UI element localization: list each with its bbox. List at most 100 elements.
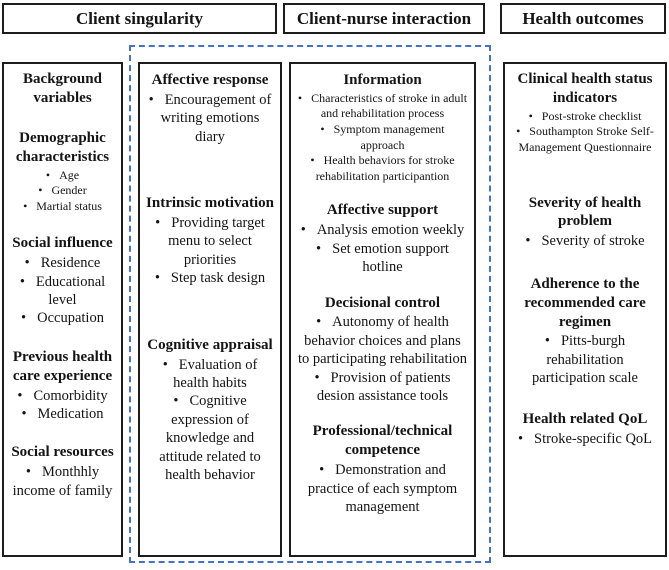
- bullet-text: Health behaviors for stroke rehabilitati…: [315, 153, 455, 183]
- bullet-icon: •: [297, 90, 303, 105]
- bullet-item: •Southampton Stroke Self-Management Ques…: [509, 124, 661, 155]
- bullet-text: Stroke-specific QoL: [534, 430, 653, 447]
- bullet-item: •Cognitive expression of knowledge and a…: [146, 392, 274, 484]
- bullet-icon: •: [516, 124, 521, 139]
- bullet-icon: •: [23, 198, 28, 213]
- bullet-list: •Monthhly income of family: [7, 463, 118, 500]
- bullet-icon: •: [320, 122, 325, 137]
- section-title: Social resources: [11, 444, 114, 461]
- bullet-icon: •: [528, 108, 533, 123]
- diagram-section: Professional/technical competence •Demon…: [297, 422, 468, 516]
- bullet-list: • Providing target menu to select priorit…: [146, 214, 274, 288]
- bullet-icon: •: [45, 167, 51, 182]
- section-title: Previous health care experience: [12, 348, 113, 384]
- bullet-icon: •: [21, 406, 27, 423]
- bullet-icon: •: [155, 215, 161, 231]
- diagram-section: Demographic characteristics •Age•Gender•…: [7, 129, 118, 215]
- bullet-item: •Set emotion support hotline: [297, 240, 468, 277]
- bullet-text: Occupation: [37, 310, 104, 327]
- diagram-section: Social influence •Residence•Educational …: [7, 234, 118, 328]
- bullet-icon: •: [24, 255, 30, 272]
- section-title: Clinical health status indicators: [517, 71, 653, 106]
- bullet-text: Severity of stroke: [541, 233, 645, 250]
- bullet-item: •Comorbidity: [7, 387, 118, 405]
- bullet-icon: •: [314, 369, 320, 386]
- section-title: Affective response: [151, 72, 269, 88]
- bullet-text: Educational level: [35, 273, 106, 309]
- diagram-section: Severity of health problem •Severity of …: [509, 194, 661, 251]
- bullet-item: • Symptom management approach: [297, 122, 468, 153]
- bullet-icon: •: [162, 356, 168, 373]
- bullet-item: •Step task design: [146, 269, 274, 287]
- diagram-section: Background variables: [7, 70, 118, 109]
- diagram-section: Clinical health status indicators • Post-…: [509, 70, 661, 156]
- bullet-text: Demonstration and practice of each sympt…: [307, 462, 458, 516]
- bullet-text: Post-stroke checklist: [541, 108, 642, 123]
- bullet-text: Characteristics of stroke in adult and r…: [311, 90, 468, 121]
- bullet-item: •Martial status: [7, 199, 118, 215]
- diagram-section: Previous health care experience •Comorbi…: [7, 348, 118, 424]
- bullet-list: • Analysis emotion weekly•Set emotion sup…: [297, 221, 468, 276]
- diagram-section: Health related QoL • Stroke-specific QoL: [509, 410, 661, 448]
- bullet-icon: •: [316, 314, 322, 331]
- section-title: Demographic characteristics: [15, 129, 110, 165]
- bullet-text: Medication: [37, 406, 104, 423]
- bullet-text: Providing target menu to select prioriti…: [168, 215, 265, 268]
- diagram-section: Affective response • Encouragement of wri…: [146, 71, 274, 146]
- bullet-text: Gender: [51, 183, 87, 198]
- bullet-list: •Demonstration and practice of each symp…: [297, 461, 468, 516]
- diagram-section: Decisional control •Autonomy of health b…: [297, 294, 468, 406]
- section-title: Decisional control: [324, 294, 441, 311]
- bullet-icon: •: [300, 222, 306, 239]
- diagram-section: Social resources •Monthhly income of fam…: [7, 443, 118, 500]
- bullet-text: Analysis emotion weekly: [316, 222, 465, 239]
- bullet-text: Age: [59, 167, 80, 182]
- diagram-section: Intrinsic motivation •Providing target m…: [146, 194, 274, 288]
- section-title: Information: [343, 72, 422, 88]
- section-title: Affective support: [326, 202, 439, 219]
- section-title: Social influence: [12, 235, 113, 252]
- bullet-icon: •: [38, 183, 43, 198]
- bullet-list: •Severity of stroke: [509, 232, 661, 250]
- bullet-item: • Evaluation of health habits: [146, 356, 274, 393]
- bullet-item: •Pitts-burgh rehabilitation participatio…: [509, 332, 661, 387]
- bullet-item: • Analysis emotion weekly: [297, 221, 468, 239]
- bullet-list: • Evaluation of health habits•Cognitive e…: [146, 356, 274, 485]
- bullet-icon: •: [310, 153, 315, 168]
- bullet-text: Monthhly income of family: [12, 464, 113, 499]
- bullet-item: • Characteristics of stroke in adult and …: [297, 91, 468, 122]
- bullet-icon: •: [148, 91, 154, 108]
- diagram-section: Adherence to the recommended care regime…: [509, 275, 661, 388]
- bullet-item: • Gender: [7, 183, 118, 199]
- bullet-item: •Provision of patients desion assistance…: [297, 369, 468, 406]
- bullet-list: •Age•Gender•Martial status: [7, 168, 118, 215]
- bullet-text: Symptom management approach: [333, 122, 445, 152]
- bullet-text: Evaluation of health habits: [173, 356, 258, 391]
- bullet-icon: •: [517, 430, 524, 447]
- bullet-text: Encouragement of writing emotions diary: [160, 91, 272, 145]
- bullet-list: • Post-stroke checklist•Southampton Strok…: [509, 109, 661, 156]
- bullet-icon: •: [25, 464, 31, 481]
- section-title: Cognitive appraisal: [147, 336, 273, 353]
- bullet-list: • Encouragement of writing emotions diary: [146, 91, 274, 146]
- bullet-icon: •: [154, 270, 160, 287]
- background-variables-box: Background variables Demographic charact…: [2, 62, 123, 557]
- bullet-item: • Occupation: [7, 309, 118, 327]
- bullet-text: Residence: [40, 255, 101, 272]
- bullet-list: •Comorbidity• Medication: [7, 387, 118, 424]
- bullet-item: • Encouragement of writing emotions diary: [146, 91, 274, 146]
- section-title: Health related QoL: [522, 410, 648, 427]
- section-title: Severity of health problem: [528, 194, 642, 230]
- bullet-item: •Health behaviors for stroke rehabilitat…: [297, 153, 468, 184]
- bullet-item: •Educational level: [7, 273, 118, 310]
- bullet-list: •Characteristics of stroke in adult and …: [297, 91, 468, 185]
- health-outcomes-box: Clinical health status indicators • Post-…: [503, 62, 667, 557]
- bullet-icon: •: [21, 310, 27, 327]
- header-health-outcomes: Health outcomes: [500, 3, 666, 34]
- bullet-list: • Residence•Educational level• Occupation: [7, 254, 118, 328]
- intervention-dashed-outline: [129, 45, 491, 563]
- bullet-icon: •: [319, 462, 325, 479]
- header-client-nurse-interaction: Client-nurse interaction: [283, 3, 485, 34]
- bullet-item: • Providing target menu to select priorit…: [146, 214, 274, 269]
